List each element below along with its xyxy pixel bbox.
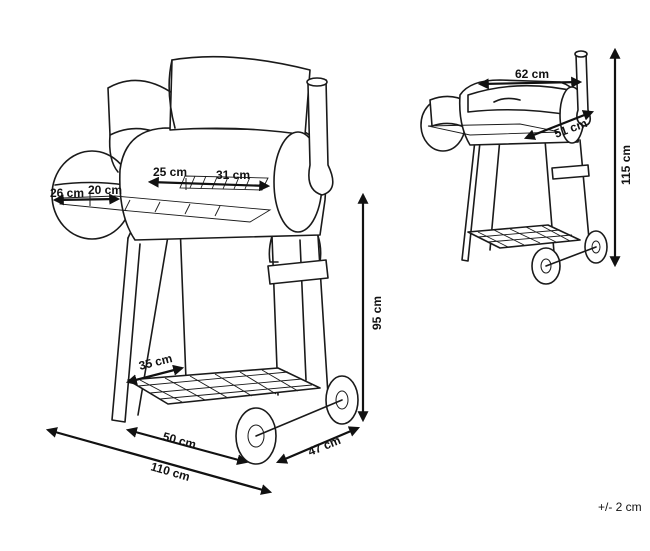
tolerance-note: +/- 2 cm [598, 500, 642, 514]
label-side-box-width: 26 cm [50, 186, 84, 200]
label-main-height: 95 cm [370, 296, 384, 330]
arrow-main-depth [275, 426, 361, 464]
label-shelf-depth: 35 cm [137, 351, 173, 373]
label-small-height: 115 cm [619, 145, 633, 185]
arrow-small-top-depth [523, 110, 595, 140]
arrow-side-box [52, 193, 121, 206]
arrow-small-top-width [477, 76, 583, 90]
arrow-shelf-depth [125, 364, 185, 386]
dimension-arrows [45, 47, 621, 495]
label-small-top-width: 62 cm [515, 67, 549, 81]
arrow-shelf-width [125, 426, 249, 466]
arrow-chamber-grate [147, 176, 271, 192]
small-grill-drawing [420, 50, 608, 285]
label-chamber-grate-depth: 25 cm [153, 165, 187, 179]
label-main-depth: 47 cm [306, 433, 343, 459]
large-grill-drawing [51, 55, 359, 465]
label-chamber-grate-width: 31 cm [216, 168, 250, 182]
label-side-box-depth: 20 cm [88, 183, 122, 197]
label-shelf-width: 50 cm [161, 429, 197, 451]
